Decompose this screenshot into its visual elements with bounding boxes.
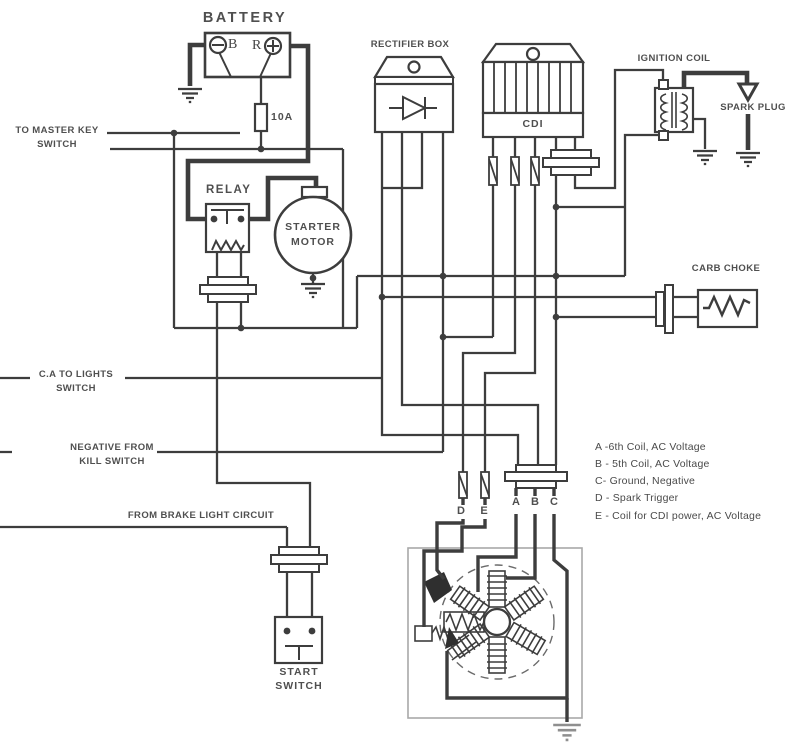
battery-pos-terminal-label: R [252,38,262,53]
carb-choke-label: CARB CHOKE [691,263,761,274]
start-switch-label-line2: SWITCH [275,680,323,692]
pin-label-c: C [548,496,560,508]
pin-label-d: D [455,505,467,517]
legend-item-e: E - Coil for CDI power, AC Voltage [595,510,762,522]
legend-item-b: B - 5th Coil, AC Voltage [595,458,710,470]
plus-icon [267,40,279,52]
rectifier-label: RECTIFIER BOX [370,39,450,50]
ignition-coil-label: IGNITION COIL [637,53,711,64]
pickup-coil [445,627,459,649]
relay-label: RELAY [206,184,252,196]
fuse-symbol [253,102,269,133]
kill-switch-label-line1: NEGATIVE FROM [70,442,154,453]
master-key-label-line1: TO MASTER KEY [15,125,99,136]
pin-label-a: A [510,496,522,508]
battery-label: BATTERY [202,10,288,26]
pin-label-b: B [529,496,541,508]
trigger-coil [424,572,452,603]
relay-symbol [204,202,251,254]
lights-switch-label-line2: SWITCH [56,383,96,394]
battery-symbol [203,31,292,79]
cdi-symbol [480,42,586,139]
plate-connectors [199,149,600,573]
legend-item-c: C- Ground, Negative [595,475,696,487]
starter-motor-label-line2: MOTOR [291,236,335,248]
master-key-label-line2: SWITCH [37,139,77,150]
spark-plug-label: SPARK PLUG [720,102,786,113]
starter-motor-label-line1: STARTER [285,221,341,233]
thick-wires [185,42,751,222]
carb-choke-symbol [655,284,759,334]
bullet-connectors [458,156,540,499]
brake-light-label: FROM BRAKE LIGHT CIRCUIT [127,510,275,521]
ground-icon [691,149,719,166]
fuse-label: 10A [271,111,294,123]
starter-motor-symbol [273,185,353,275]
stator-box [407,547,583,719]
battery-neg-terminal-label: B [228,37,238,52]
cdi-label: CDI [522,118,544,130]
junction-dots [170,129,560,341]
kill-switch-label-line2: KILL SWITCH [79,456,145,467]
stator-symbol [414,564,555,680]
ground-icon [734,151,762,168]
thin-wires [0,51,707,631]
start-switch-symbol [273,615,324,665]
stator-ground-icon [551,723,583,742]
stator-pin-wires [422,488,569,722]
ignition-coil-symbol [653,79,695,141]
spark-plug-arrow-icon [736,82,760,104]
ground-icon [299,282,327,299]
ground-icon [176,87,204,104]
lights-switch-label-line1: C.A TO LIGHTS [38,369,114,380]
legend-item-a: A -6th Coil, AC Voltage [595,441,706,453]
rectifier-symbol [373,55,455,134]
legend-item-d: D - Spark Trigger [595,492,679,504]
diode-icon [389,95,437,121]
pin-label-e: E [478,505,490,517]
start-switch-label-line1: START [279,666,319,678]
